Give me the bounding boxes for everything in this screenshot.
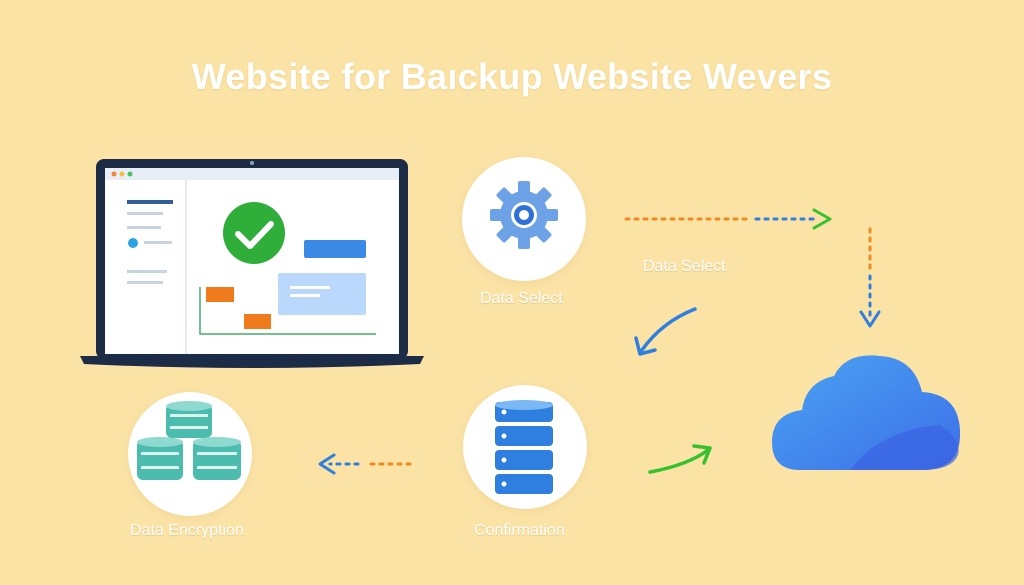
page-title: Website for Baıckup Website Wevers (191, 56, 833, 97)
arrow-head-right-icon (812, 208, 832, 230)
panel-line (290, 286, 330, 289)
flow-line (199, 287, 376, 335)
arrow-head-icon (634, 336, 657, 356)
flow-box (206, 287, 234, 302)
sidebar-line (144, 241, 172, 244)
window-dot-yellow (119, 171, 125, 177)
laptop-camera (250, 161, 254, 165)
check-circle-icon (223, 202, 285, 264)
arrow-head-left-icon (318, 453, 336, 475)
sidebar-line (127, 270, 167, 273)
content-bar (304, 240, 366, 258)
window-dot-red (111, 171, 117, 177)
window-dot-green (127, 171, 133, 177)
arrow-head-down-icon (859, 310, 881, 328)
database-label: Confirmation (474, 522, 565, 539)
content-panel (278, 273, 366, 315)
sidebar-dot (128, 238, 138, 248)
curved-arrow-green (648, 448, 710, 474)
sidebar-line (127, 281, 163, 284)
stacks-label: Data Encryption (130, 522, 244, 539)
sidebar-line (127, 212, 163, 215)
arrow-label: Data Select (643, 258, 726, 275)
curved-arrow-blue (640, 307, 697, 352)
sidebar-line (127, 200, 173, 204)
sidebar-line (127, 226, 161, 229)
arrow-head-icon (692, 444, 712, 465)
panel-line (290, 294, 320, 297)
flow-box (244, 314, 271, 329)
laptop-base (80, 356, 424, 368)
gear-label: Data Select (480, 290, 563, 307)
checkmark-icon (235, 221, 274, 249)
browser-bar (105, 168, 399, 180)
